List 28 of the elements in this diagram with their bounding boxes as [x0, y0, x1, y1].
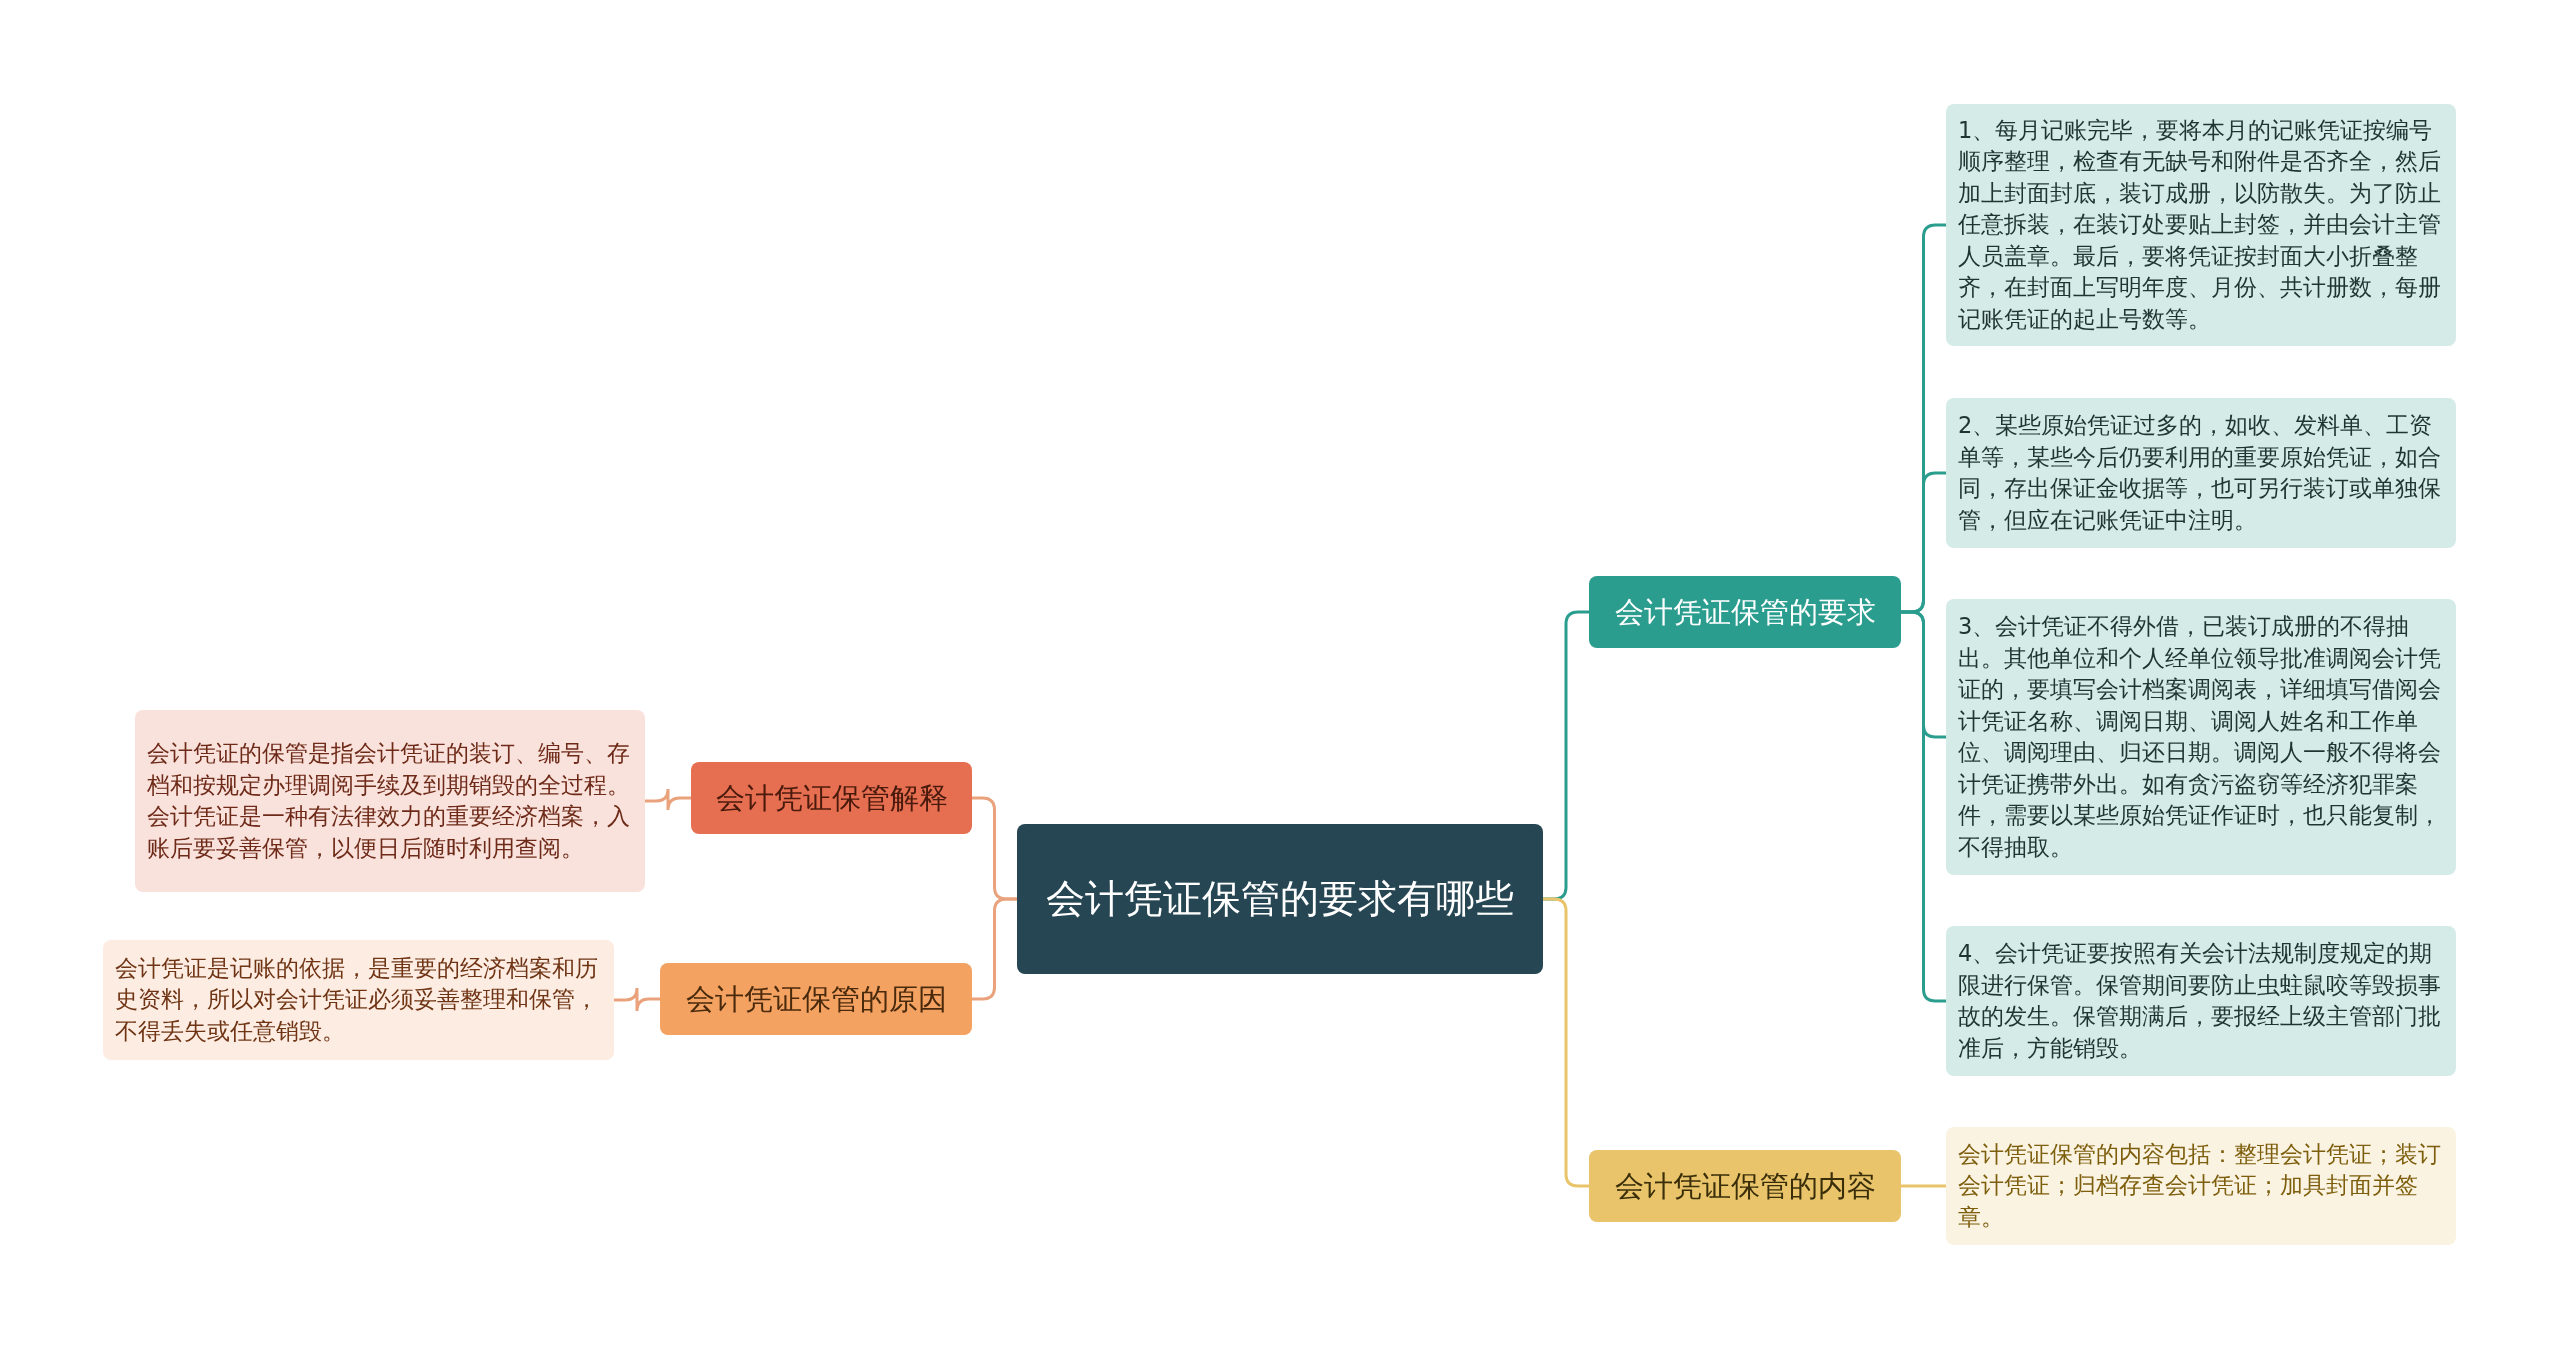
note-card	[135, 710, 645, 892]
topic-box	[660, 963, 972, 1035]
connector-line	[1901, 1184, 1946, 1188]
note-card	[103, 940, 614, 1060]
note-card	[1946, 1127, 2456, 1245]
note-card	[1946, 398, 2456, 548]
topic-label: 会计凭证保管解释	[715, 780, 948, 816]
topic-box	[691, 762, 972, 834]
topic-label: 会计凭证保管的要求有哪些	[1046, 875, 1514, 923]
note-text: 2、某些原始凭证过多的，如收、发料单、工资单等，某些今后仍要利用的重要原始凭证，如合同，存出保证金收据等，也可另行装订或单独保管，但应在记账凭证中注明。	[1958, 411, 2442, 535]
note-text: 1、每月记账完毕，要将本月的记账凭证按编号顺序整理，检查有无缺号和附件是否齐全，然后加上封面封底，装订成册，以防散失。为了防止任意拆装，在装订处要贴上封签，并由会计主管人员盖章。最后，要将凭证按封面大小折叠整齐，在封面上写明年度、月份、共计册数，每册记账凭证的起止号数等。	[1958, 115, 2442, 334]
topic-box	[1589, 576, 1901, 648]
topic-label: 会计凭证保管的内容	[1614, 1168, 1876, 1204]
note-card	[1946, 926, 2456, 1076]
topic-box	[1589, 1150, 1901, 1222]
note-text: 会计凭证保管的内容包括：整理会计凭证；装订会计凭证；归档存查会计凭证；加具封面并签章。	[1958, 1139, 2442, 1232]
central-topic-box	[1017, 824, 1543, 974]
note-text: 会计凭证是记账的依据，是重要的经济档案和历史资料，所以对会计凭证必须妥善整理和保管，不得丢失或任意销毁。	[115, 953, 599, 1046]
connector-line	[972, 897, 1017, 1001]
topic-label: 会计凭证保管的原因	[685, 981, 947, 1017]
note-text: 4、会计凭证要按照有关会计法规制度规定的期限进行保管。保管期间要防止虫蛀鼠咬等毁损事故的发生。保管期满后，要报经上级主管部门批准后，方能销毁。	[1958, 939, 2442, 1063]
connector-line	[1901, 610, 1946, 1003]
note-text: 会计凭证的保管是指会计凭证的装订、编号、存档和按规定办理调阅手续及到期销毁的全过程。会计凭证是一种有法律效力的重要经济档案，入账后要妥善保管，以便日后随时利用查阅。	[147, 739, 631, 863]
topic-label: 会计凭证保管的要求	[1614, 594, 1876, 630]
connector-line	[1543, 897, 1589, 1188]
connector-line	[614, 986, 660, 1013]
connector-line	[645, 787, 691, 812]
note-text: 3、会计凭证不得外借，已装订成册的不得抽出。其他单位和个人经单位领导批准调阅会计凭证的，要填写会计档案调阅表，详细填写借阅会计凭证名称、调阅日期、调阅人姓名和工作单位、调阅理由、归还日期。调阅人一般不得将会计凭证携带外出。如有贪污盗窃等经济犯罪案件，需要以某些原始凭证作证时，也只能复制，不得抽取。	[1958, 612, 2442, 862]
